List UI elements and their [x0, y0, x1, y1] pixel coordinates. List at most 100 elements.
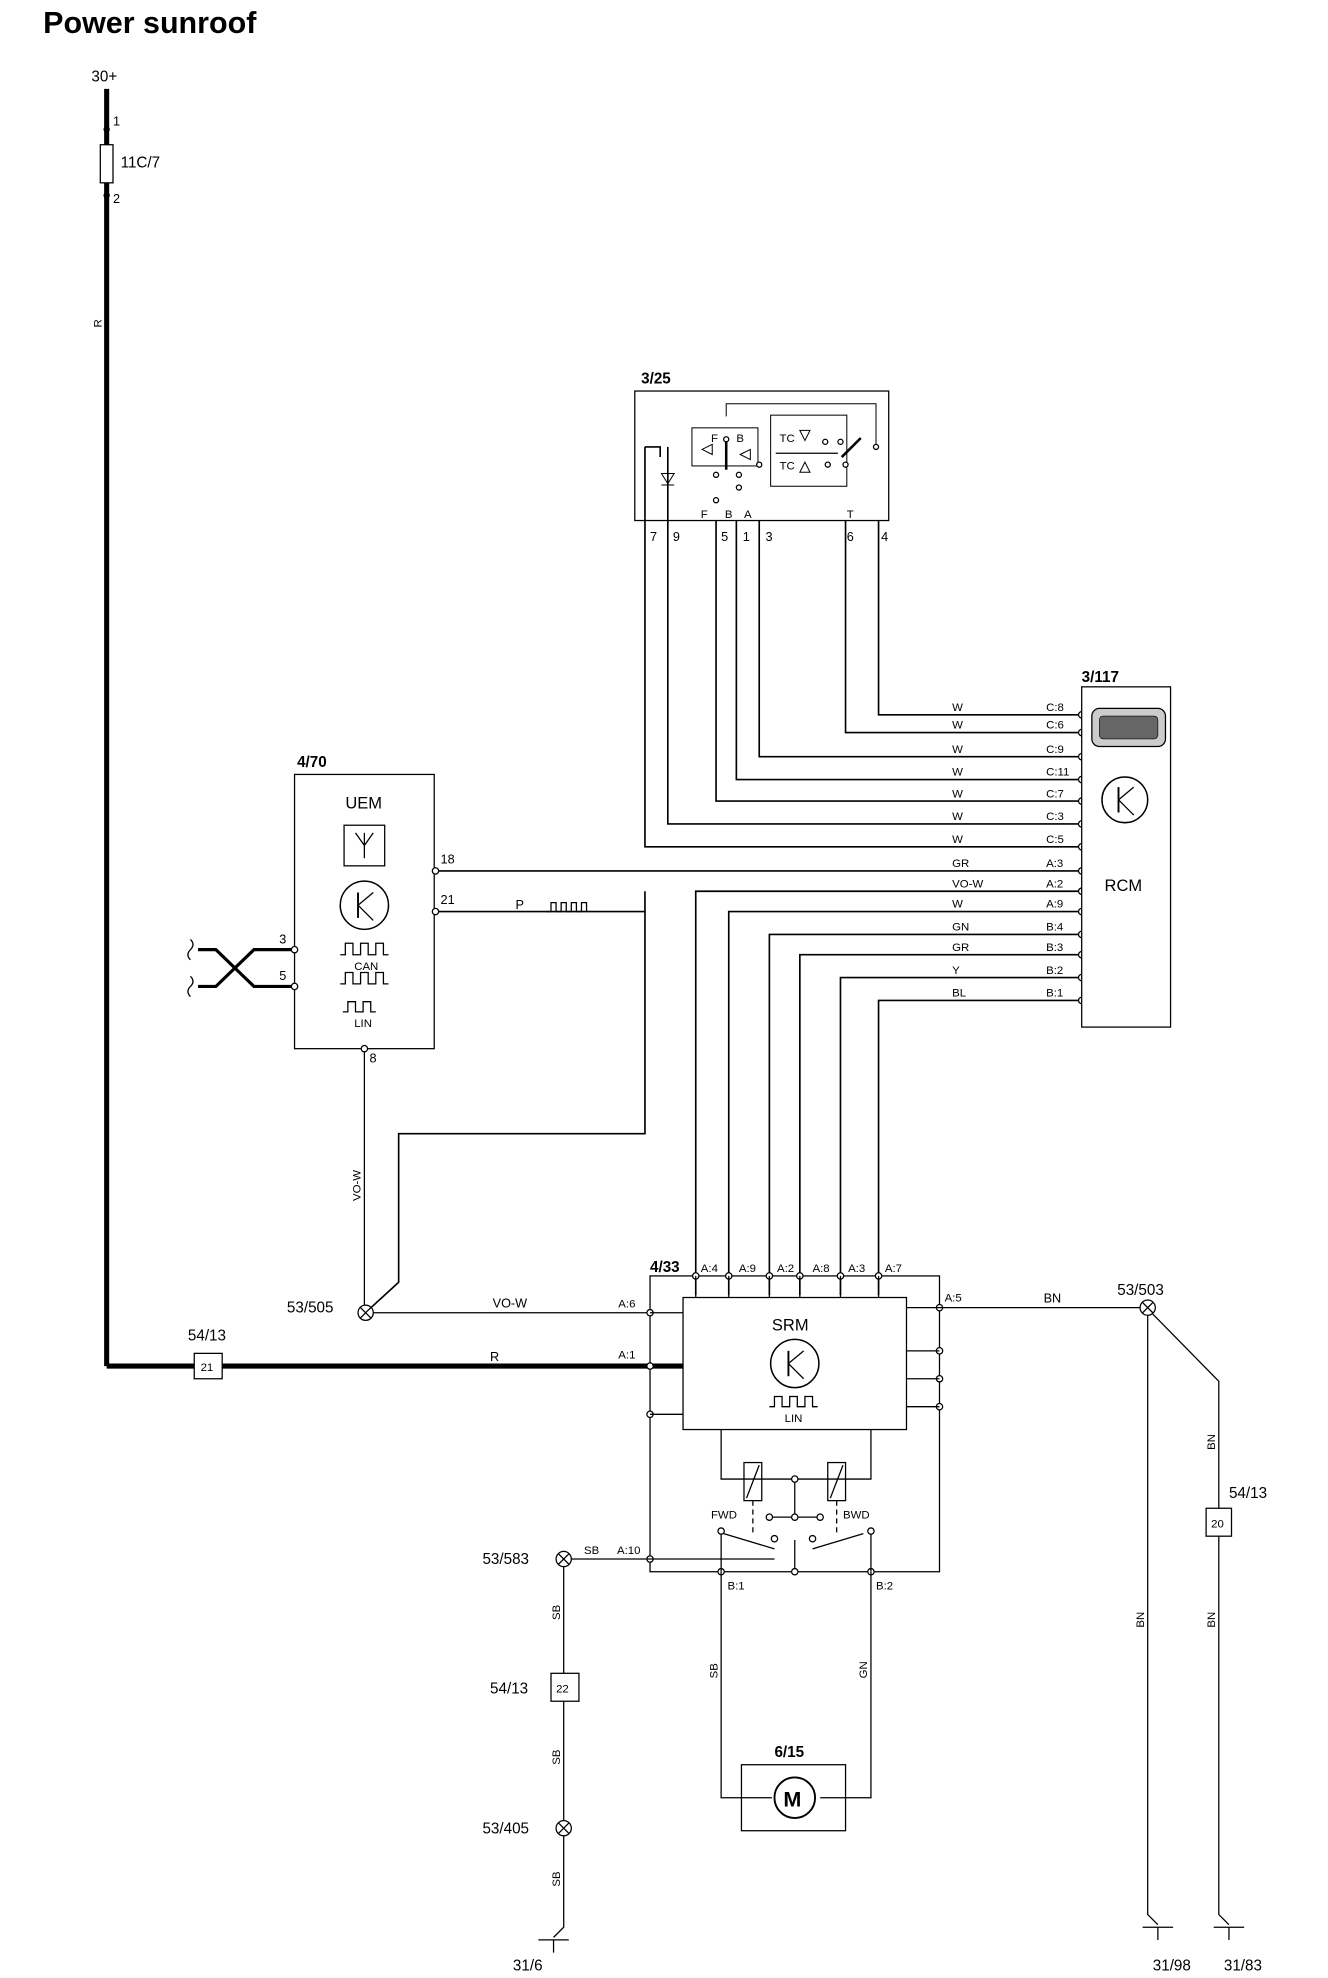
srm-pin-a7: A:7 — [885, 1263, 902, 1275]
antenna-icon — [343, 824, 386, 867]
rcm-wire-label: W — [952, 899, 963, 911]
rcm-wire-label: W — [952, 744, 963, 756]
switch-pin-5: 5 — [721, 530, 728, 544]
wire-label-bn: BN — [1044, 1292, 1062, 1306]
srm-pin-a4: A:4 — [701, 1263, 719, 1275]
rcm-wire-label: BL — [952, 988, 966, 1000]
switch-b: B — [736, 433, 744, 445]
wire-label-bn-2: BN — [1206, 1434, 1218, 1450]
pin-1: 1 — [113, 115, 120, 129]
rcm-pin-label: C:5 — [1046, 834, 1064, 846]
rcm-pin-label: A:9 — [1046, 899, 1063, 911]
wire-label-p: P — [515, 898, 523, 912]
ground-31-98: 31/98 — [1153, 1957, 1191, 1974]
srm-pin-a6: A:6 — [618, 1299, 635, 1311]
rcm-wire-label: VO-W — [952, 878, 983, 890]
srm-pin-a10: A:10 — [617, 1545, 640, 1557]
srm-pin-a5: A:5 — [945, 1292, 962, 1304]
fuse-11c7 — [99, 144, 114, 184]
connector-22 — [550, 1672, 580, 1702]
srm-name: SRM — [772, 1317, 809, 1335]
srm-box — [682, 1296, 908, 1431]
switch-bottom-t: T — [847, 509, 854, 521]
node-53-503: 53/503 — [1117, 1282, 1164, 1299]
rcm-pin-label: C:8 — [1046, 702, 1064, 714]
srm-pin-a3: A:3 — [848, 1263, 865, 1275]
wire-label-sb-3: SB — [551, 1749, 563, 1764]
uem-name: UEM — [345, 795, 382, 813]
rcm-wire-label: W — [952, 811, 963, 823]
rcm-wire-label: W — [952, 702, 963, 714]
wire-label-bn-3: BN — [1135, 1612, 1147, 1628]
rcm-pin-label: B:1 — [1046, 988, 1063, 1000]
page-title: Power sunroof — [43, 6, 257, 40]
srm-id: 4/33 — [650, 1259, 680, 1276]
rcm-pin-label: A:2 — [1046, 878, 1063, 890]
wire-label-r: R — [93, 319, 105, 327]
motor-id: 6/15 — [774, 1744, 804, 1761]
pin-2: 2 — [113, 192, 120, 206]
switch-bottom-f: F — [701, 509, 708, 521]
connector-20 — [1205, 1507, 1233, 1537]
wire-label-vo-w-vertical: VO-W — [352, 1170, 364, 1201]
switch-tc1: TC — [780, 433, 795, 445]
rcm-pin-label: C:9 — [1046, 744, 1064, 756]
transistor-icon-rcm — [1101, 776, 1149, 824]
connector-54-13-b: 54/13 — [1229, 1485, 1267, 1502]
srm-pin-a8: A:8 — [813, 1263, 830, 1275]
rcm-pin-label: B:4 — [1046, 922, 1064, 934]
uem-can: CAN — [354, 961, 378, 973]
switch-pin-6: 6 — [847, 530, 854, 544]
rcm-wire-label: W — [952, 767, 963, 779]
switch-pin-7: 7 — [650, 530, 657, 544]
rcm-pin-label: C:3 — [1046, 811, 1064, 823]
srm-pin-a1: A:1 — [618, 1349, 635, 1361]
connector-21 — [193, 1352, 223, 1380]
supply-label: 30+ — [91, 68, 117, 85]
ground-31-6: 31/6 — [513, 1957, 543, 1974]
srm-pin-b2: B:2 — [876, 1581, 893, 1593]
uem-pin-3: 3 — [279, 932, 286, 946]
rcm-pin-label: B:2 — [1046, 965, 1063, 977]
srm-pin-a9: A:9 — [739, 1263, 756, 1275]
connector-20-number: 20 — [1211, 1518, 1224, 1530]
uem-pin-8: 8 — [369, 1052, 376, 1066]
connector-54-13-c: 54/13 — [490, 1681, 528, 1698]
node-53-505: 53/505 — [287, 1300, 334, 1317]
node-53-583: 53/583 — [482, 1551, 529, 1568]
rcm-pin-label: B:3 — [1046, 942, 1063, 954]
motor-icon — [773, 1776, 817, 1819]
uem-pin-5: 5 — [279, 969, 286, 983]
wire-label-vo-w: VO-W — [493, 1297, 528, 1311]
switch-pin-3: 3 — [766, 530, 773, 544]
wire-label-sb: SB — [584, 1545, 599, 1557]
transistor-icon-srm — [769, 1338, 820, 1389]
ground-31-83: 31/83 — [1224, 1957, 1262, 1974]
rcm-wire-label: GR — [952, 858, 969, 870]
motor-box — [740, 1764, 847, 1832]
switch-pin-4: 4 — [881, 530, 888, 544]
rcm-name: RCM — [1105, 877, 1143, 895]
rcm-wire-label: Y — [952, 965, 960, 977]
srm-pin-b1: B:1 — [727, 1581, 744, 1593]
uem-lin: LIN — [354, 1018, 372, 1030]
srm-bwd: BWD — [843, 1509, 870, 1521]
rcm-pin-label: A:3 — [1046, 858, 1063, 870]
switch-id: 3/25 — [641, 370, 671, 387]
rcm-pin-label: C:7 — [1046, 788, 1064, 800]
uem-id: 4/70 — [297, 754, 327, 771]
wire-label-sb-2: SB — [551, 1605, 563, 1620]
wire-label-gn: GN — [858, 1661, 870, 1678]
connector-21-number: 21 — [201, 1362, 214, 1374]
fuse-label: 11C/7 — [121, 155, 160, 172]
transistor-icon-uem — [339, 880, 390, 931]
rcm-wire-label: W — [952, 788, 963, 800]
wire-label-bn-4: BN — [1206, 1612, 1218, 1628]
rcm-pin-label: C:6 — [1046, 720, 1064, 732]
rcm-pin-label: C:11 — [1046, 767, 1069, 779]
rcm-id: 3/117 — [1082, 669, 1119, 686]
rcm-wire-label: GR — [952, 942, 969, 954]
rcm-wire-label: GN — [952, 922, 969, 934]
switch-pin-9: 9 — [673, 530, 680, 544]
